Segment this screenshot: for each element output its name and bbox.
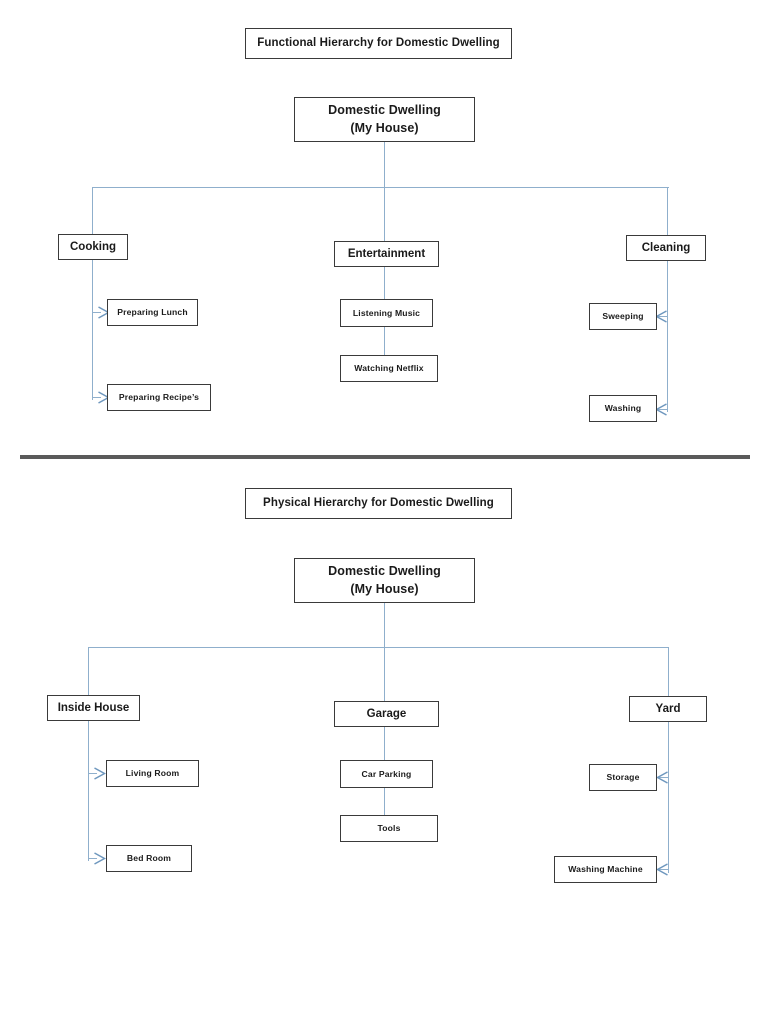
physical-branch-2-label: Garage [366,707,407,720]
physical-branch-3-child-1-label: Storage [606,772,640,783]
physical-branch-3-child-2-label: Washing Machine [568,864,643,875]
functional-branch-2-label: Entertainment [347,247,426,260]
functional-branch-3-spine [667,187,669,412]
functional-branch-1-child-2-box: Preparing Recipe’s [107,384,211,411]
functional-branch-1-child-2-label: Preparing Recipe’s [118,392,200,403]
physical-branch-1-child-2-box: Bed Room [106,845,192,872]
functional-root-line1: Domestic Dwelling [328,102,441,117]
functional-branch-2-spine [384,187,386,382]
physical-branch-3-child-1-box: Storage [589,764,657,791]
physical-branch-1-child-2-connector [88,858,97,860]
physical-branch-1-child-1-connector [88,773,97,775]
functional-branch-1-child-2-connector [92,397,101,399]
physical-diagram-title-box: Physical Hierarchy for Domestic Dwelling [245,488,512,519]
functional-diagram-title: Functional Hierarchy for Domestic Dwelli… [257,37,500,50]
functional-branch-2-child-2-label: Watching Netflix [354,363,424,374]
functional-branch-3-label: Cleaning [641,241,691,254]
functional-branch-2-box: Entertainment [334,241,439,267]
functional-root-stem [384,142,386,188]
functional-branch-1-label: Cooking [70,240,116,253]
physical-branch-1-child-1-label: Living Room [125,768,180,779]
physical-root-line1: Domestic Dwelling [328,563,441,578]
functional-branch-3-child-2-connector [658,409,668,411]
physical-branch-2-box: Garage [334,701,439,727]
functional-root-box: Domestic Dwelling (My House) [294,97,475,142]
functional-branch-3-child-1-box: Sweeping [589,303,657,330]
physical-branch-1-box: Inside House [47,695,140,721]
functional-branch-3-child-1-connector [658,316,668,318]
physical-branch-3-child-2-connector [659,869,669,871]
functional-branch-1-spine [92,187,94,400]
functional-diagram-title-box: Functional Hierarchy for Domestic Dwelli… [245,28,512,59]
functional-branch-1-child-1-connector [92,312,101,314]
functional-branch-2-child-1-label: Listening Music [352,307,421,318]
physical-branch-1-label: Inside House [57,701,130,714]
functional-branch-3-child-2-box: Washing [589,395,657,422]
functional-branch-3-child-1-label: Sweeping [602,311,644,322]
physical-branch-2-child-1-label: Car Parking [361,768,412,779]
physical-branch-1-spine [88,647,90,861]
functional-distribution-bar [92,187,669,189]
physical-branch-3-label: Yard [655,702,681,715]
functional-branch-2-child-2-box: Watching Netflix [340,355,438,382]
physical-root-line2: (My House) [350,581,419,596]
functional-branch-1-child-1-label: Preparing Lunch [117,307,188,318]
physical-branch-2-child-2-box: Tools [340,815,438,842]
functional-branch-3-box: Cleaning [626,235,706,261]
physical-branch-2-child-1-box: Car Parking [340,760,433,788]
physical-root-stem [384,603,386,648]
physical-branch-1-child-1-box: Living Room [106,760,199,787]
physical-branch-3-box: Yard [629,696,707,722]
physical-branch-2-child-2-label: Tools [377,823,401,834]
physical-distribution-bar [88,647,669,649]
physical-branch-3-child-2-box: Washing Machine [554,856,657,883]
functional-branch-1-box: Cooking [58,234,128,260]
physical-diagram-title: Physical Hierarchy for Domestic Dwelling [263,497,494,510]
physical-branch-3-spine [668,647,670,873]
functional-branch-3-child-2-label: Washing [604,403,642,414]
functional-root-line2: (My House) [350,120,419,135]
physical-root-box: Domestic Dwelling (My House) [294,558,475,603]
functional-branch-2-child-1-box: Listening Music [340,299,433,327]
physical-branch-1-child-2-label: Bed Room [126,853,172,864]
functional-branch-1-child-1-box: Preparing Lunch [107,299,198,326]
section-divider [20,455,750,459]
physical-branch-3-child-1-connector [659,777,669,779]
physical-branch-2-spine [384,647,386,842]
